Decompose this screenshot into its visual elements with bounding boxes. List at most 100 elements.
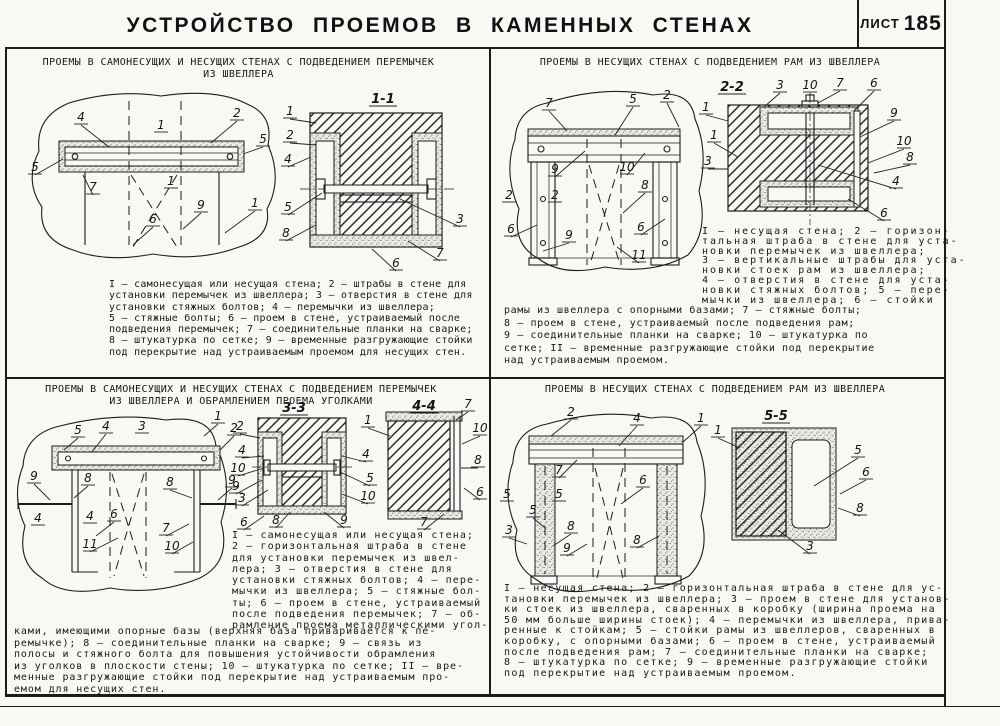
svg-text:6: 6 bbox=[507, 222, 515, 236]
svg-text:6: 6 bbox=[639, 473, 647, 487]
panel-bottom-left: ПРОЕМЫ В САМОНЕСУЩИХ И НЕСУЩИХ СТЕНАХ С … bbox=[6, 378, 489, 696]
svg-text:10: 10 bbox=[360, 489, 376, 503]
svg-text:6: 6 bbox=[862, 465, 870, 479]
sheet-number-box: ЛИСТ 185 bbox=[858, 0, 944, 47]
page-title: УСТРОЙСТВО ПРОЕМОВ В КАМЕННЫХ СТЕНАХ bbox=[126, 14, 754, 37]
panel-header: ПРОЕМЫ В САМОНЕСУЩИХ И НЕСУЩИХ СТЕНАХ С … bbox=[42, 57, 435, 80]
svg-text:11: 11 bbox=[82, 537, 97, 551]
svg-text:10: 10 bbox=[896, 134, 912, 148]
svg-text:7: 7 bbox=[436, 246, 444, 260]
svg-text:3: 3 bbox=[505, 523, 513, 537]
svg-text:1: 1 bbox=[214, 409, 222, 423]
sheet-label: ЛИСТ bbox=[860, 16, 900, 31]
svg-text:10: 10 bbox=[619, 160, 635, 174]
svg-text:6: 6 bbox=[637, 220, 645, 234]
svg-text:5-5: 5-5 bbox=[764, 409, 788, 424]
svg-text:8: 8 bbox=[906, 150, 914, 164]
svg-text:5: 5 bbox=[529, 503, 537, 517]
sheet-box-left-border bbox=[857, 0, 859, 48]
svg-text:3: 3 bbox=[456, 212, 464, 226]
svg-text:1: 1 bbox=[167, 174, 175, 188]
bottom-edge-line bbox=[0, 706, 1000, 707]
svg-text:7: 7 bbox=[545, 96, 553, 110]
svg-text:5: 5 bbox=[629, 92, 637, 106]
panel-header: ПРОЕМЫ В НЕСУЩИХ СТЕНАХ С ПОДВЕДЕНИЕМ РА… bbox=[539, 57, 881, 68]
svg-text:3-3: 3-3 bbox=[282, 401, 306, 416]
legend-text: I — самонесущая или несущая стена; 2 — ш… bbox=[109, 279, 473, 358]
svg-text:1: 1 bbox=[251, 196, 259, 210]
svg-text:5: 5 bbox=[854, 443, 862, 457]
svg-text:4: 4 bbox=[284, 152, 292, 166]
panel-bottom-right: ПРОЕМЫ В НЕСУЩИХ СТЕНАХ С ПОДВЕДЕНИЕМ РА… bbox=[490, 378, 951, 696]
legend-text-column: I — самонесущая или несущая стена; 2 — г… bbox=[232, 530, 489, 632]
divider-under-title bbox=[5, 47, 945, 49]
svg-text:5: 5 bbox=[74, 423, 82, 437]
svg-text:4: 4 bbox=[892, 174, 900, 188]
svg-text:8: 8 bbox=[474, 453, 482, 467]
svg-text:4: 4 bbox=[77, 110, 85, 124]
svg-text:1-1: 1-1 bbox=[371, 92, 395, 107]
svg-text:2: 2 bbox=[233, 106, 241, 120]
svg-text:9: 9 bbox=[551, 162, 559, 176]
svg-text:6: 6 bbox=[240, 515, 248, 529]
svg-text:2: 2 bbox=[567, 405, 575, 419]
svg-text:7: 7 bbox=[464, 397, 472, 411]
svg-text:9: 9 bbox=[340, 513, 348, 527]
svg-text:4: 4 bbox=[34, 511, 42, 525]
svg-text:3: 3 bbox=[238, 491, 246, 505]
svg-text:8: 8 bbox=[567, 519, 575, 533]
svg-text:2: 2 bbox=[663, 88, 671, 102]
svg-text:1: 1 bbox=[157, 118, 165, 132]
svg-text:4: 4 bbox=[633, 411, 641, 425]
svg-text:8: 8 bbox=[641, 178, 649, 192]
svg-text:3: 3 bbox=[138, 419, 146, 433]
svg-text:4-4: 4-4 bbox=[411, 399, 436, 414]
svg-text:1: 1 bbox=[702, 100, 710, 114]
svg-text:1: 1 bbox=[714, 423, 722, 437]
svg-text:1: 1 bbox=[710, 128, 718, 142]
svg-text:5: 5 bbox=[284, 200, 292, 214]
legend-text: I — несущая стена; 2 — горизонтальная шт… bbox=[504, 583, 951, 679]
svg-text:2: 2 bbox=[286, 128, 294, 142]
svg-text:8: 8 bbox=[282, 226, 290, 240]
legend-text-full: ками, имеющими опорные базы (верхняя баз… bbox=[14, 626, 464, 695]
svg-text:9: 9 bbox=[30, 469, 38, 483]
svg-text:5: 5 bbox=[555, 487, 563, 501]
panel-top-left: ПРОЕМЫ В САМОНЕСУЩИХ И НЕСУЩИХ СТЕНАХ С … bbox=[6, 49, 489, 377]
svg-text:8: 8 bbox=[856, 501, 864, 515]
legend-text-full: рамы из швеллера с опорными базами; 7 — … bbox=[504, 305, 875, 366]
svg-text:2: 2 bbox=[551, 188, 559, 202]
svg-text:8: 8 bbox=[84, 471, 92, 485]
svg-text:4: 4 bbox=[362, 447, 370, 461]
svg-text:2: 2 bbox=[236, 419, 244, 433]
svg-text:8: 8 bbox=[272, 513, 280, 527]
svg-text:9: 9 bbox=[565, 228, 573, 242]
svg-text:10: 10 bbox=[802, 78, 818, 92]
svg-text:3: 3 bbox=[776, 78, 784, 92]
svg-text:2: 2 bbox=[230, 421, 238, 435]
svg-text:7: 7 bbox=[162, 521, 170, 535]
svg-text:9: 9 bbox=[232, 479, 240, 493]
sheet-number: 185 bbox=[903, 11, 942, 35]
svg-text:9: 9 bbox=[197, 198, 205, 212]
svg-text:6: 6 bbox=[880, 206, 888, 220]
svg-text:6: 6 bbox=[476, 485, 484, 499]
svg-text:10: 10 bbox=[472, 421, 488, 435]
svg-text:1: 1 bbox=[364, 413, 372, 427]
svg-text:7: 7 bbox=[89, 180, 97, 194]
horizontal-divider bbox=[5, 377, 946, 379]
svg-text:7: 7 bbox=[555, 463, 563, 477]
svg-text:9: 9 bbox=[228, 473, 236, 487]
panel-top-right: ПРОЕМЫ В НЕСУЩИХ СТЕНАХ С ПОДВЕДЕНИЕМ РА… bbox=[490, 49, 965, 377]
svg-text:8: 8 bbox=[633, 533, 641, 547]
svg-text:3: 3 bbox=[704, 154, 712, 168]
svg-text:1: 1 bbox=[286, 104, 294, 118]
